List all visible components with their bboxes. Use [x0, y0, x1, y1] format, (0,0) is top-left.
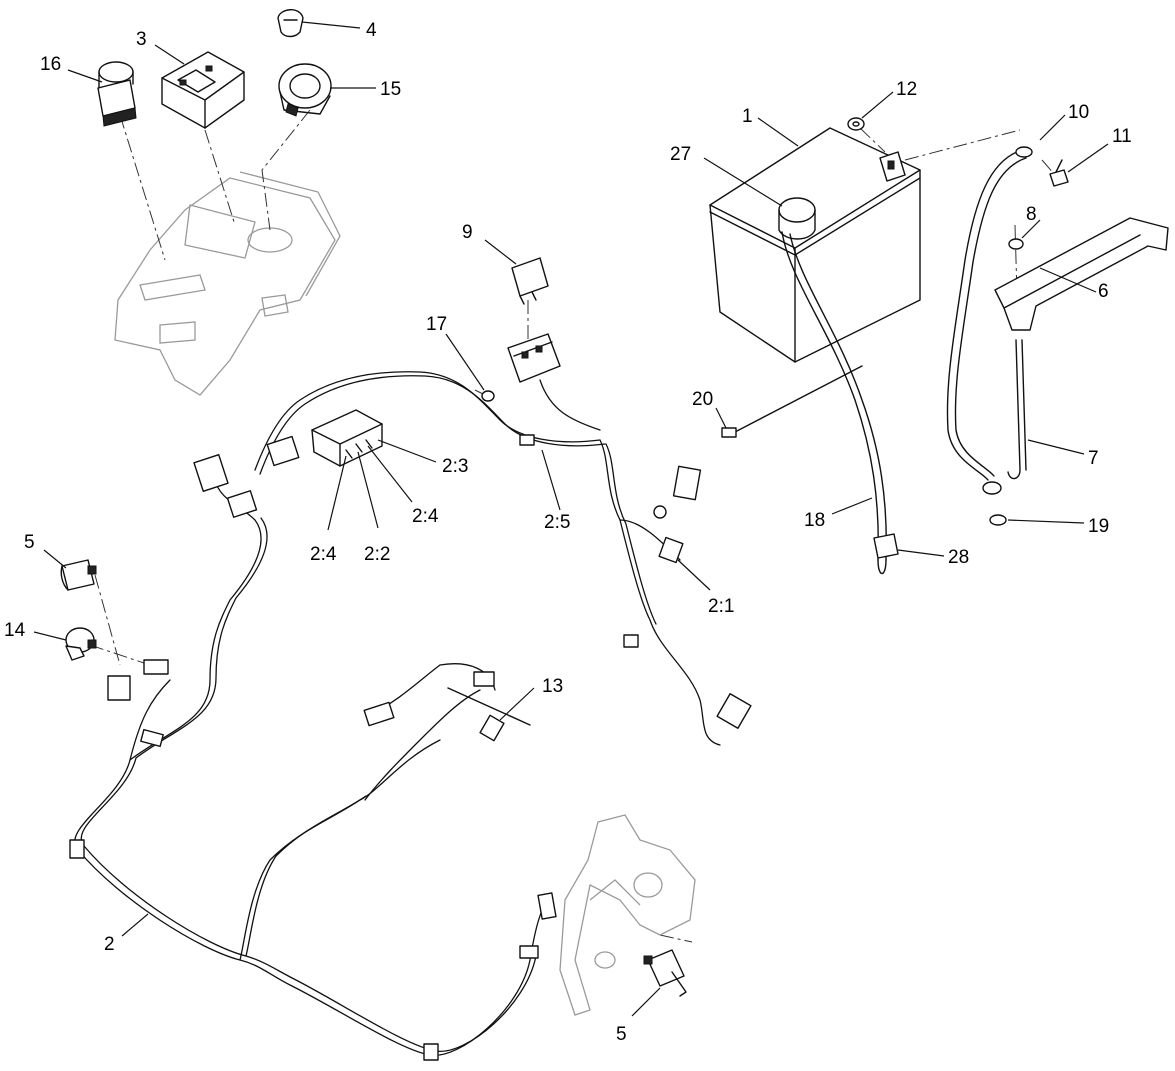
cable-tie-part-13 — [447, 687, 531, 726]
callout-2: 2 — [104, 934, 115, 955]
callout-28: 28 — [948, 547, 969, 568]
console-panel-ghost — [114, 171, 341, 396]
callout-13: 13 — [542, 676, 563, 697]
battery-cable-part-18 — [781, 231, 887, 575]
switch-part-16 — [97, 61, 137, 127]
callout-9: 9 — [462, 222, 473, 243]
fuse-block — [311, 409, 383, 467]
leader-lines — [33, 21, 1109, 1017]
callout-16: 16 — [40, 54, 61, 75]
nut-part-12 — [847, 117, 865, 131]
harness-connectors — [69, 434, 752, 1061]
callout-3: 3 — [136, 29, 147, 50]
callout-8: 8 — [1026, 204, 1037, 225]
callout-17: 17 — [426, 314, 447, 335]
fastener-part-17 — [481, 390, 495, 402]
callout-4: 4 — [366, 20, 377, 41]
cable-tie-part-20 — [721, 365, 863, 438]
ground-cable-part-10 — [946, 146, 1033, 495]
callout-18: 18 — [804, 510, 825, 531]
callout-10: 10 — [1068, 102, 1089, 123]
nut-part-8 — [1008, 238, 1024, 250]
bracket-part-6 — [994, 217, 1169, 331]
callout-15: 15 — [380, 79, 401, 100]
callout-5-lower: 5 — [616, 1024, 627, 1045]
bolt-part-11 — [1049, 159, 1069, 187]
callout-14: 14 — [4, 620, 26, 641]
boot-part-28 — [873, 533, 899, 559]
callout-12: 12 — [896, 79, 917, 100]
switch-part-5-upper — [60, 559, 97, 591]
callout-2-5: 2:5 — [544, 512, 570, 533]
relay-part-9 — [511, 257, 549, 305]
callout-6: 6 — [1098, 281, 1109, 302]
callout-2-4-left: 2:4 — [310, 544, 337, 565]
callout-2-2: 2:2 — [364, 544, 390, 565]
callout-2-1: 2:1 — [708, 596, 734, 617]
rod-part-7 — [1007, 339, 1027, 480]
washer-part-19 — [989, 514, 1007, 526]
callout-7: 7 — [1088, 448, 1099, 469]
key-switch-part-15 — [278, 63, 332, 117]
switch-part-14 — [65, 627, 97, 661]
callout-20: 20 — [692, 389, 713, 410]
callout-1: 1 — [742, 106, 753, 127]
callout-2-3: 2:3 — [442, 456, 468, 477]
main-harness-part-2 — [74, 371, 721, 1056]
pedal-bracket-ghost — [559, 814, 696, 1016]
callout-5-upper: 5 — [24, 532, 35, 553]
switch-part-5-lower — [643, 949, 687, 997]
callout-11: 11 — [1112, 126, 1132, 147]
callout-19: 19 — [1088, 516, 1109, 537]
callout-2-4-right: 2:4 — [412, 506, 439, 527]
relay-socket — [507, 333, 561, 383]
callout-27: 27 — [670, 144, 691, 165]
key-part-4 — [277, 9, 304, 38]
display-module-part-3 — [161, 51, 245, 129]
battery-part-1 — [709, 127, 921, 363]
callout-labels: 1 2 2:1 2:2 2:3 2:4 2:4 2:5 3 4 5 5 6 7 … — [4, 20, 1132, 1045]
